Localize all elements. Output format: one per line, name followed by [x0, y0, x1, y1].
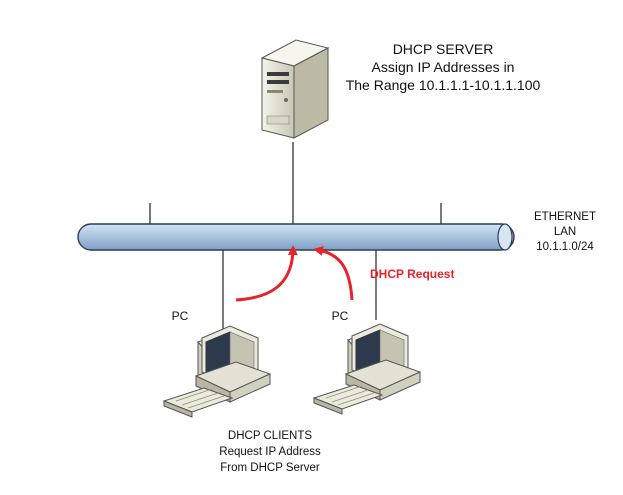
server-desc-line1: Assign IP Addresses in — [371, 59, 515, 75]
clients-desc-line2: From DHCP Server — [220, 462, 320, 474]
clients-title: DHCP CLIENTS — [227, 430, 313, 442]
pc-label: PC — [331, 309, 349, 323]
server-tower-icon — [260, 39, 330, 139]
keyboard-icon — [162, 387, 234, 418]
clients-label: DHCP CLIENTS Request IP Address From DHC… — [180, 428, 360, 476]
clients-desc-line1: Request IP Address — [219, 446, 321, 458]
ethernet-subnet: 10.1.1.0/24 — [536, 241, 594, 253]
keyboard-icon — [312, 384, 384, 415]
desktop-pc-icon — [344, 323, 422, 401]
dhcp-request-label: DHCP Request — [370, 267, 455, 281]
server-label: DHCP SERVER Assign IP Addresses in The R… — [318, 40, 568, 94]
ethernet-line1: ETHERNET — [534, 211, 596, 223]
desktop-pc-icon — [194, 325, 272, 403]
server-title: DHCP SERVER — [392, 41, 494, 57]
ethernet-label: ETHERNET LAN 10.1.1.0/24 — [510, 210, 620, 255]
server-desc-line2: The Range 10.1.1.1-10.1.1.100 — [345, 77, 541, 93]
ethernet-cable — [77, 223, 515, 251]
pc-label: PC — [171, 309, 189, 323]
ethernet-line2: LAN — [553, 226, 577, 238]
request-arrow-left — [235, 245, 298, 302]
request-arrow-right — [313, 245, 354, 301]
